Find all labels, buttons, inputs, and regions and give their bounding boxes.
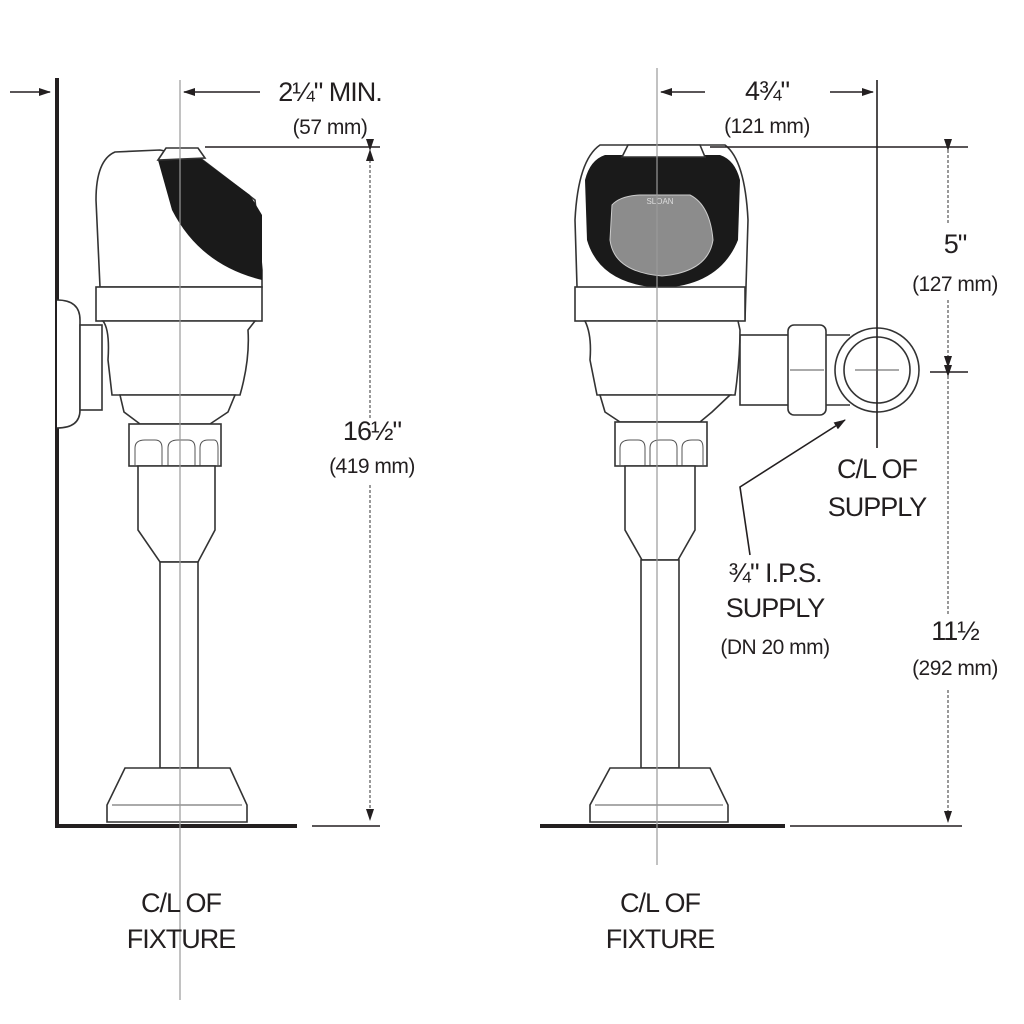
supply-height-mm-label: (292 mm) — [912, 657, 998, 680]
coupling-nut — [128, 423, 222, 467]
flush-tube — [640, 559, 680, 769]
supply-stop-body — [739, 334, 791, 406]
coupling-nut — [614, 421, 708, 467]
min-clearance-label: 2¼" MIN. — [278, 77, 382, 107]
supply-size-label-2: SUPPLY — [726, 593, 826, 623]
fixture-cl-label-2: FIXTURE — [606, 924, 715, 954]
supply-size-label-3: (DN 20 mm) — [720, 636, 829, 659]
override-button — [620, 144, 707, 158]
spud-flange — [106, 767, 248, 823]
vacuum-breaker — [137, 465, 216, 563]
fixture-cl-label-1: C/L OF — [620, 888, 701, 918]
fixture-cl-label-1: C/L OF — [141, 888, 222, 918]
override-button — [156, 147, 207, 161]
height-mm-label: (419 mm) — [329, 455, 415, 478]
valve-neck — [598, 394, 733, 423]
housing-band — [95, 286, 263, 322]
spud-flange — [589, 767, 729, 823]
valve-body-back — [79, 324, 103, 411]
sensor-window — [609, 194, 714, 277]
flush-tube — [159, 561, 199, 769]
fixture-cl-label-2: FIXTURE — [127, 924, 236, 954]
supply-cl-label-2: SUPPLY — [828, 492, 928, 522]
valve-body — [583, 320, 741, 396]
vacuum-breaker — [624, 465, 696, 561]
side-view: 2¼" MIN. (57 mm) 16½" (419 mm) C/L OF FI… — [10, 77, 415, 1000]
wall-flange — [56, 299, 81, 429]
brand-logo: SLOAN — [646, 197, 673, 206]
sensor-window — [158, 158, 262, 280]
offset-label: 4¾" — [745, 76, 790, 106]
top-to-supply-mm-label: (127 mm) — [912, 273, 998, 296]
valve-body — [101, 320, 257, 396]
top-to-supply-label: 5" — [944, 229, 967, 259]
offset-mm-label: (121 mm) — [724, 115, 810, 138]
supply-leader-arrow — [739, 419, 846, 556]
front-view: SLOAN 4¾" (121 mm) 5" (127 mm) C/L OF SU… — [540, 68, 998, 954]
supply-cl-label-1: C/L OF — [837, 454, 918, 484]
housing-band — [574, 286, 746, 322]
min-clearance-mm-label: (57 mm) — [293, 116, 368, 139]
height-label: 16½" — [343, 416, 402, 446]
valve-neck — [118, 394, 237, 425]
supply-height-label: 11½ — [931, 616, 979, 646]
supply-size-label-1: ¾" I.P.S. — [728, 558, 821, 588]
